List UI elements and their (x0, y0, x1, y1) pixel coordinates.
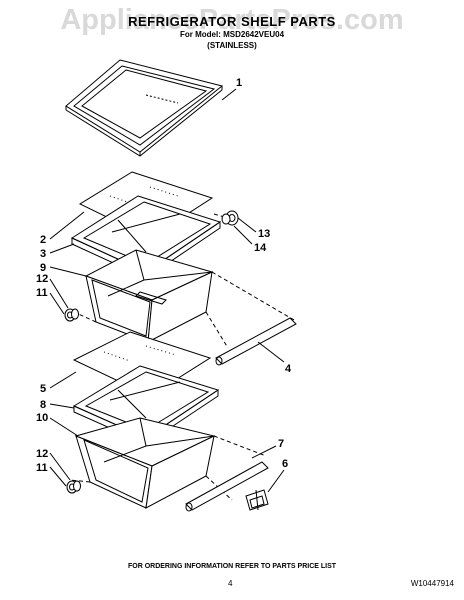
callout-8: 8 (40, 399, 46, 411)
part-13-14-roller[interactable] (221, 210, 239, 226)
part-1-glass-shelf[interactable] (65, 59, 224, 157)
part-11-12-roller[interactable] (64, 308, 79, 322)
callout-13: 13 (258, 228, 270, 240)
document-number: W10447914 (410, 579, 454, 588)
leader-11a (49, 292, 65, 315)
leader-4 (257, 341, 285, 363)
callout-6: 6 (282, 458, 288, 470)
callout-10: 10 (36, 412, 48, 424)
leader-12b (49, 452, 71, 481)
callout-7: 7 (278, 438, 284, 450)
watermark: AppliancePartsPros.com (60, 4, 404, 36)
variant-subtitle: (STAINLESS) (207, 41, 257, 50)
leader-10 (49, 417, 79, 437)
callout-12b: 12 (36, 448, 48, 460)
leader-8 (49, 403, 75, 409)
callout-14: 14 (254, 242, 267, 254)
callout-4: 4 (285, 363, 292, 375)
callout-12a: 12 (36, 273, 48, 285)
callout-1: 1 (236, 77, 242, 89)
alignment-lines-upper (73, 213, 295, 349)
part-4-rail[interactable] (215, 317, 297, 366)
callout-11a: 11 (36, 287, 48, 299)
part-7-rail[interactable] (185, 461, 269, 512)
part-6-clip[interactable] (245, 489, 269, 511)
leader-1 (221, 88, 237, 101)
leader-3 (49, 243, 75, 254)
callout-2: 2 (40, 234, 46, 246)
leader-9 (49, 266, 87, 277)
callout-11b: 11 (36, 462, 48, 474)
callout-5: 5 (40, 383, 46, 395)
leader-2 (49, 211, 85, 240)
leader-6 (267, 469, 285, 493)
part-11-12-roller-lower[interactable] (66, 480, 81, 494)
callout-3: 3 (40, 248, 46, 260)
part-10-crisper-pan[interactable] (74, 417, 216, 509)
model-subtitle: For Model: MSD2642VEU04 (179, 30, 285, 39)
leader-13 (237, 217, 257, 233)
leader-11b (49, 466, 67, 487)
leader-5 (49, 371, 77, 389)
callout-9: 9 (40, 262, 46, 274)
leader-14 (233, 225, 253, 245)
page-number: 4 (228, 579, 233, 588)
ordering-note: FOR ORDERING INFORMATION REFER TO PARTS … (127, 563, 337, 570)
leader-12a (49, 278, 69, 309)
part-9-crisper-pan[interactable] (84, 249, 214, 343)
diagram-title: REFRIGERATOR SHELF PARTS (128, 14, 336, 29)
leader-7 (251, 445, 277, 459)
